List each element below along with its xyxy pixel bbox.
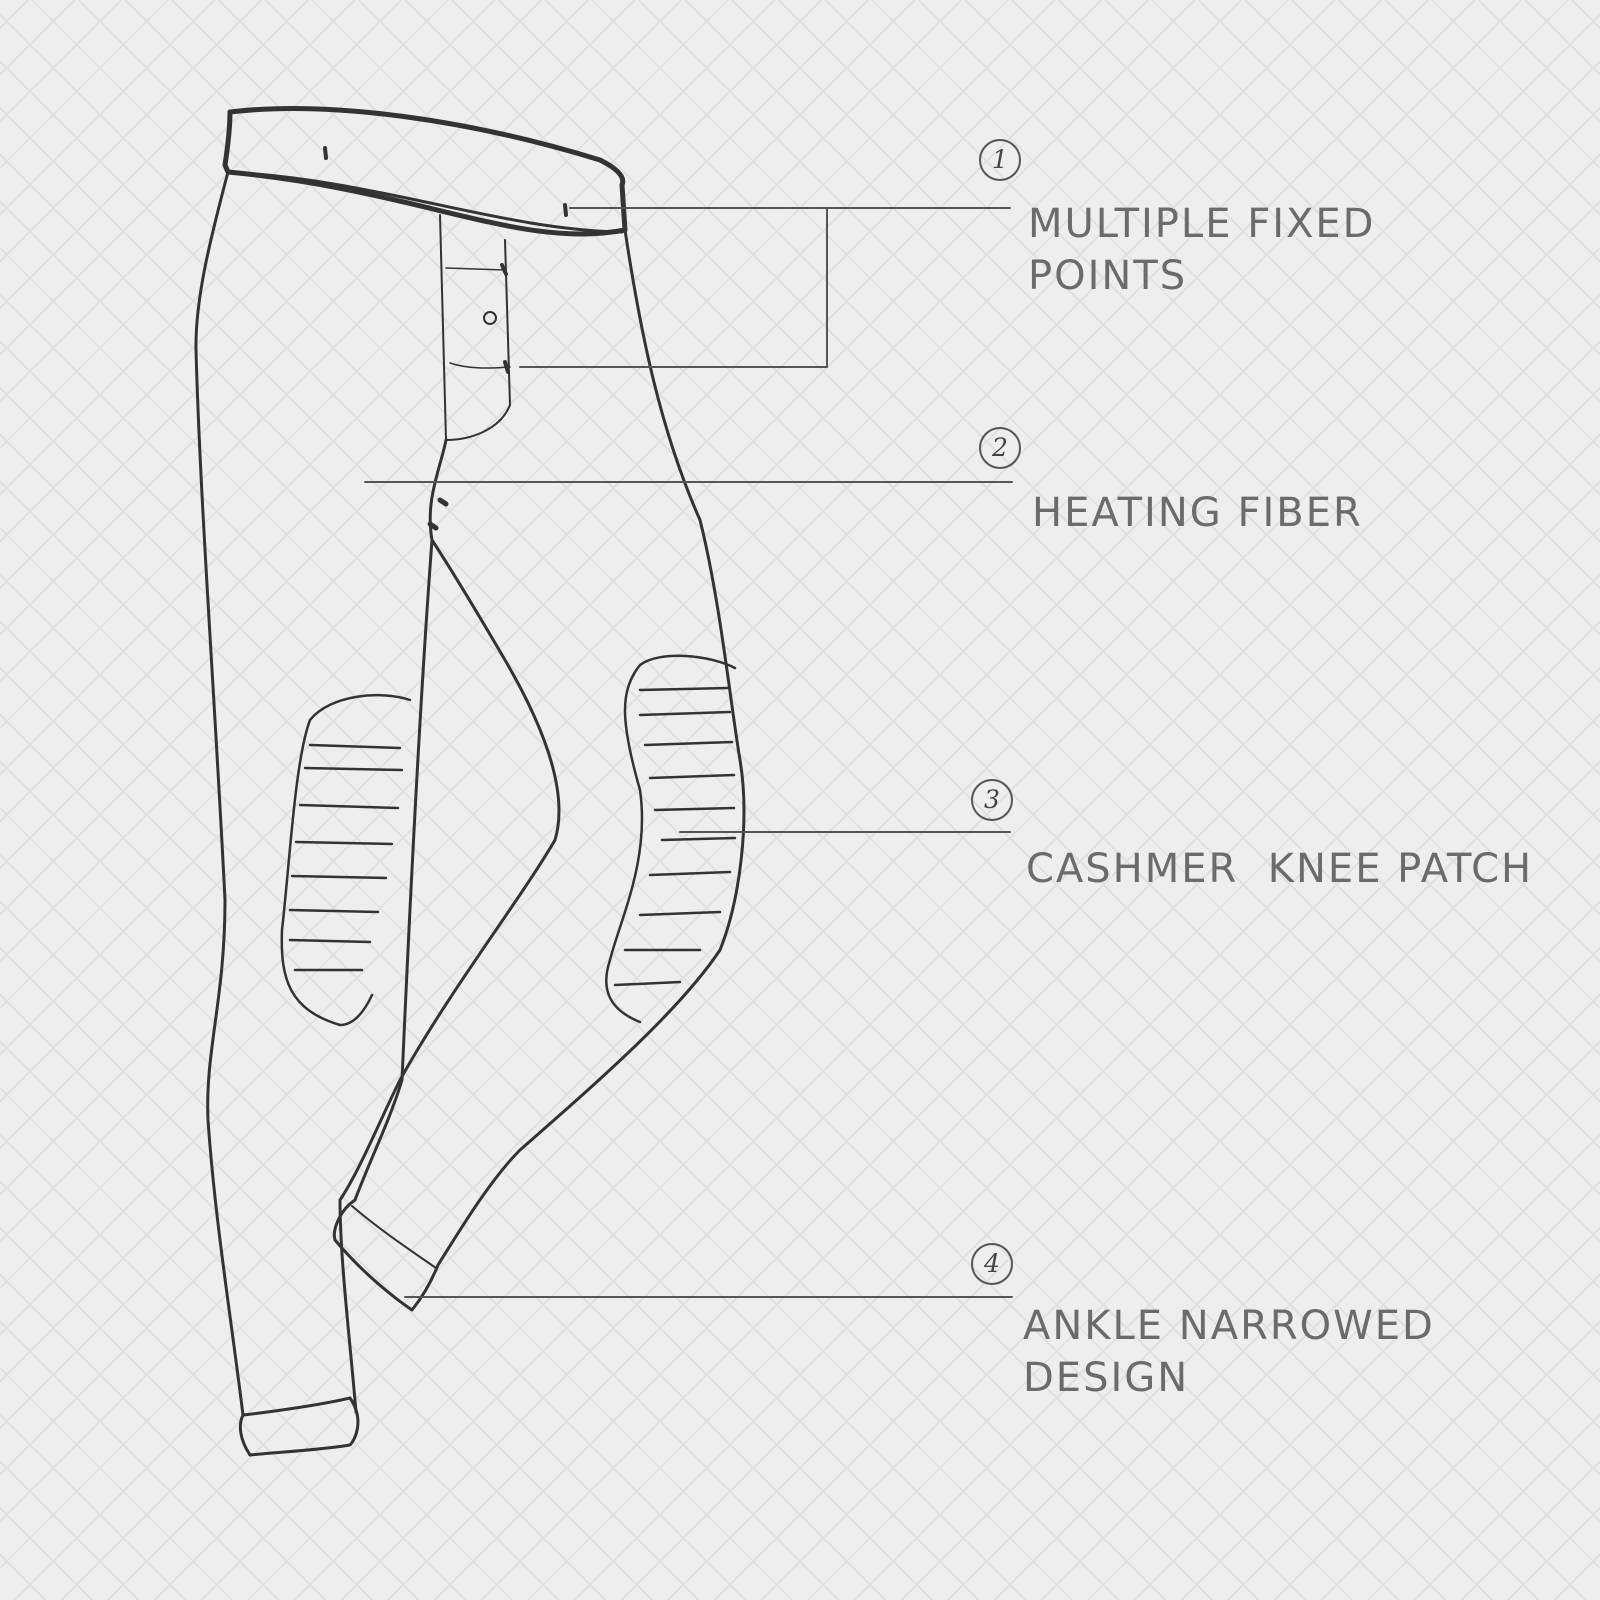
back-leg-cuff [238,1396,360,1457]
back-leg-inseam [338,438,561,1414]
callout-number-3-text: 3 [984,785,1000,814]
callout-label-4-line-2: DESIGN [1023,1355,1190,1401]
callout-number-1-text: 1 [992,145,1008,174]
ankle-cuff-seam [351,1205,437,1269]
callout-label-1-line-1: MULTIPLE FIXED [1028,201,1376,247]
leader-line-1 [519,207,1011,368]
callout-label-2-line-1: HEATING FIBER [1032,490,1363,536]
back-leg-outline [194,170,245,1417]
callout-label-2: HEATING FIBER [1032,487,1363,539]
ankle-cuff [332,1198,440,1312]
front-leg-outline [436,228,746,1267]
callout-number-2: 2 [979,427,1021,469]
callout-number-4: 4 [971,1243,1013,1285]
callout-label-3-line-1: CASHMER KNEE PATCH [1026,846,1534,892]
callout-number-3: 3 [971,779,1013,821]
front-leg-shin [353,538,434,1202]
callout-number-2-text: 2 [992,433,1008,462]
callout-label-4: ANKLE NARROWED DESIGN [1023,1300,1435,1404]
fly-panel [439,214,511,441]
callout-label-3: CASHMER KNEE PATCH [1026,843,1533,895]
crotch-stitches [427,497,449,531]
back-knee-patch [280,694,412,1027]
callout-label-4-line-1: ANKLE NARROWED [1023,1303,1435,1349]
waistband [222,106,628,237]
callout-label-1-line-2: POINTS [1028,253,1188,299]
front-knee-patch [605,654,737,1024]
callout-label-1: MULTIPLE FIXED POINTS [1028,198,1375,302]
leader-lines [364,207,1013,1298]
callout-number-4-text: 4 [984,1249,1000,1278]
callout-number-1: 1 [979,139,1021,181]
